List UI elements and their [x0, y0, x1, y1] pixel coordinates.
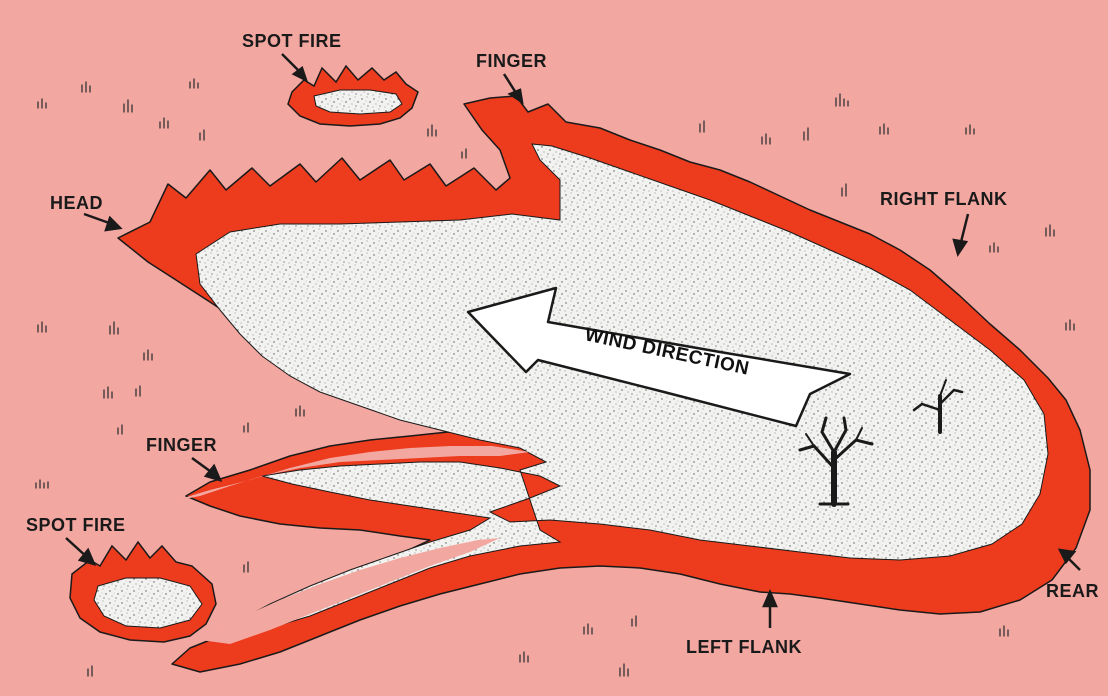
left-flank-label: LEFT FLANK — [686, 637, 802, 657]
finger-left-label: FINGER — [146, 435, 217, 455]
right-flank-label: RIGHT FLANK — [880, 189, 1007, 209]
spot-fire-bottom-label: SPOT FIRE — [26, 515, 126, 535]
spot-fire-top-label: SPOT FIRE — [242, 31, 342, 51]
rear-label: REAR — [1046, 581, 1099, 601]
finger-top-label: FINGER — [476, 51, 547, 71]
head-label: HEAD — [50, 193, 103, 213]
